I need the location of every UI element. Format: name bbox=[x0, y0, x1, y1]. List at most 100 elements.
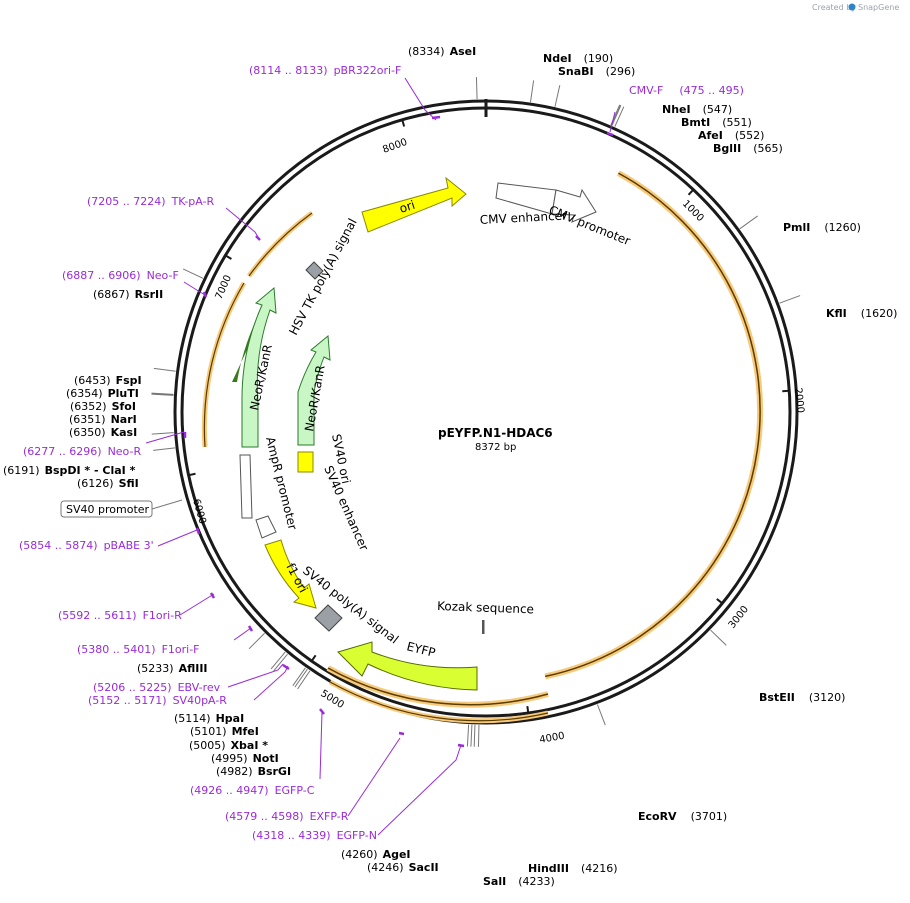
sv40-promoter-label: SV40 promoter bbox=[66, 503, 150, 516]
site-mark-bspdi-clai- bbox=[152, 433, 174, 434]
eyfp-label: EYFP bbox=[405, 639, 437, 660]
tick-6000 bbox=[189, 474, 196, 475]
orf-highlight-hdac6 bbox=[545, 173, 760, 676]
site-mark-xbai- bbox=[293, 668, 306, 686]
sv40-ori-box bbox=[298, 452, 313, 472]
kozak-mark bbox=[482, 620, 485, 634]
site-label-agei[interactable]: (4260)AgeI bbox=[341, 848, 411, 861]
backbone-inner-circle bbox=[182, 108, 790, 716]
site-mark-sacii bbox=[471, 725, 472, 747]
site-mark-mfei bbox=[274, 654, 288, 671]
plasmid-length: 8372 bp bbox=[475, 442, 516, 453]
site-label-pluti[interactable]: (6354)PluTI bbox=[66, 387, 139, 400]
site-label-snabi[interactable]: SnaBI(296) bbox=[558, 65, 635, 78]
tick-label-4000: 4000 bbox=[539, 731, 566, 746]
primer-label-egfp-n[interactable]: (4318 .. 4339)EGFP-N bbox=[252, 829, 377, 842]
site-label-kfli[interactable]: KflI(1620) bbox=[826, 307, 897, 320]
primer-mark-egfp-n bbox=[458, 745, 464, 746]
site-label-ecorv[interactable]: EcoRV(3701) bbox=[638, 810, 727, 823]
site-label-bspdi-clai[interactable]: (6191)BspDI * - ClaI * bbox=[3, 464, 136, 477]
primer-label-ebv-rev[interactable]: (5206 .. 5225)EBV-rev bbox=[93, 681, 221, 694]
credit-brand: SnapGene bbox=[858, 3, 899, 12]
tick-label-8000: 8000 bbox=[381, 137, 409, 156]
sv40-promoter-leader bbox=[152, 500, 182, 509]
site-label-rsrii[interactable]: (6867)RsrII bbox=[93, 288, 163, 301]
site-label-sfii[interactable]: (6126)SfiI bbox=[77, 477, 139, 490]
site-label-afliii[interactable]: (5233)AflIII bbox=[137, 662, 208, 675]
tick-label-3000: 3000 bbox=[727, 604, 751, 631]
site-label-bsrgi[interactable]: (4982)BsrGI bbox=[216, 765, 291, 778]
site-mark-ndei bbox=[530, 80, 533, 102]
primer-label-exfp-r[interactable]: (4579 .. 4598)EXFP-R bbox=[225, 810, 349, 823]
site-label-sfoi[interactable]: (6352)SfoI bbox=[70, 400, 136, 413]
site-label-noti[interactable]: (4995)NotI bbox=[211, 752, 279, 765]
sv40-polya-box bbox=[315, 605, 342, 631]
primer-label-f1ori-f[interactable]: (5380 .. 5401)F1ori-F bbox=[77, 643, 200, 656]
site-mark-fspi bbox=[154, 368, 176, 371]
site-label-hindiii[interactable]: HindIII(4216) bbox=[528, 862, 618, 875]
site-label-sacii[interactable]: (4246)SacII bbox=[367, 861, 439, 874]
primer-label-tk-pa-r[interactable]: (7205 .. 7224)TK-pA-R bbox=[87, 195, 215, 208]
tick-3000 bbox=[717, 599, 722, 603]
site-mark-ecorv bbox=[597, 704, 605, 725]
primer-label-egfp-c[interactable]: (4926 .. 4947)EGFP-C bbox=[190, 784, 315, 797]
site-mark-kfli bbox=[779, 296, 800, 304]
primer-leader-exfp-r bbox=[348, 738, 400, 816]
ampr-promoter-box bbox=[240, 455, 252, 518]
tick-label-7000: 7000 bbox=[214, 273, 234, 301]
tick-label-2000: 2000 bbox=[792, 387, 806, 413]
site-label-bglii[interactable]: BglII(565) bbox=[713, 142, 783, 155]
primer-label-pbabe-3[interactable]: (5854 .. 5874)pBABE 3' bbox=[19, 539, 154, 552]
primer-label-pbr322ori-f[interactable]: (8114 .. 8133)pBR322ori-F bbox=[249, 64, 401, 77]
primer-label-neo-r[interactable]: (6277 .. 6296)Neo-R bbox=[23, 445, 141, 458]
site-mark-sali bbox=[474, 725, 475, 747]
primer-leader-sv40pa-r bbox=[254, 666, 288, 700]
site-label-kasi[interactable]: (6350)KasI bbox=[69, 426, 137, 439]
primer-label-neo-f[interactable]: (6887 .. 6906)Neo-F bbox=[62, 269, 179, 282]
site-label-hpai[interactable]: (5114)HpaI bbox=[174, 712, 244, 725]
primer-leader-egfp-c bbox=[320, 712, 322, 779]
primer-label-sv40pa-r[interactable]: (5152 .. 5171)SV40pA-R bbox=[88, 694, 227, 707]
site-mark-rsrii bbox=[183, 269, 203, 278]
hsv-tk-polya-label: HSV TK poly(A) signal bbox=[286, 216, 359, 337]
primer-mark-f1ori-f bbox=[249, 626, 252, 631]
site-mark-afliii bbox=[249, 633, 265, 649]
orf-highlight-left bbox=[204, 283, 244, 447]
plasmid-name: pEYFP.N1-HDAC6 bbox=[438, 426, 553, 440]
kozak-label: Kozak sequence bbox=[437, 599, 534, 616]
site-mark-agei bbox=[467, 725, 468, 747]
site-mark-sfii bbox=[153, 448, 175, 451]
site-label-afei[interactable]: AfeI(552) bbox=[698, 129, 764, 142]
site-label-nari[interactable]: (6351)NarI bbox=[69, 413, 137, 426]
tick-1000 bbox=[689, 190, 694, 195]
primer-mark-ebv-rev bbox=[283, 665, 289, 669]
primer-label-f1ori-r[interactable]: (5592 .. 5611)F1ori-R bbox=[58, 609, 182, 622]
primer-leader-egfp-n bbox=[378, 745, 461, 835]
primer-mark-pbr322ori-f bbox=[432, 117, 440, 118]
orf-highlight-upper-left bbox=[249, 213, 312, 276]
site-label-mfei[interactable]: (5101)MfeI bbox=[190, 725, 259, 738]
primer-leader-f1ori-f bbox=[234, 628, 251, 640]
tick-4000 bbox=[527, 706, 528, 713]
site-mark-asei bbox=[476, 77, 477, 99]
site-labels: (8334)AseI NdeI(190) SnaBI(296) NheI(547… bbox=[3, 45, 897, 888]
primer-leader-pbabe-3 bbox=[158, 530, 197, 546]
site-label-asei[interactable]: (8334)AseI bbox=[408, 45, 476, 58]
site-label-sali[interactable]: SalI(4233) bbox=[483, 875, 555, 888]
site-label-bsteii[interactable]: BstEII(3120) bbox=[759, 691, 845, 704]
backbone-outer-circle bbox=[175, 101, 797, 723]
site-label-bmti[interactable]: BmtI(551) bbox=[681, 116, 752, 129]
site-label-fspi[interactable]: (6453)FspI bbox=[74, 374, 142, 387]
site-label-nhei[interactable]: NheI(547) bbox=[662, 103, 732, 116]
site-label-ndei[interactable]: NdeI(190) bbox=[543, 52, 613, 65]
primer-mark-exfp-r bbox=[399, 733, 404, 734]
primer-label-cmv-f[interactable]: CMV-F(475 .. 495) bbox=[629, 84, 744, 97]
site-mark-snabi bbox=[555, 85, 560, 106]
tick-5000 bbox=[312, 655, 316, 661]
primer-leader-ebv-rev bbox=[228, 664, 283, 687]
site-label-pmli[interactable]: PmlI(1260) bbox=[783, 221, 861, 234]
primer-mark-tk-pa-r bbox=[256, 236, 260, 240]
site-label-xbai[interactable]: (5005)XbaI * bbox=[189, 739, 268, 752]
site-mark-pmli bbox=[740, 216, 758, 229]
